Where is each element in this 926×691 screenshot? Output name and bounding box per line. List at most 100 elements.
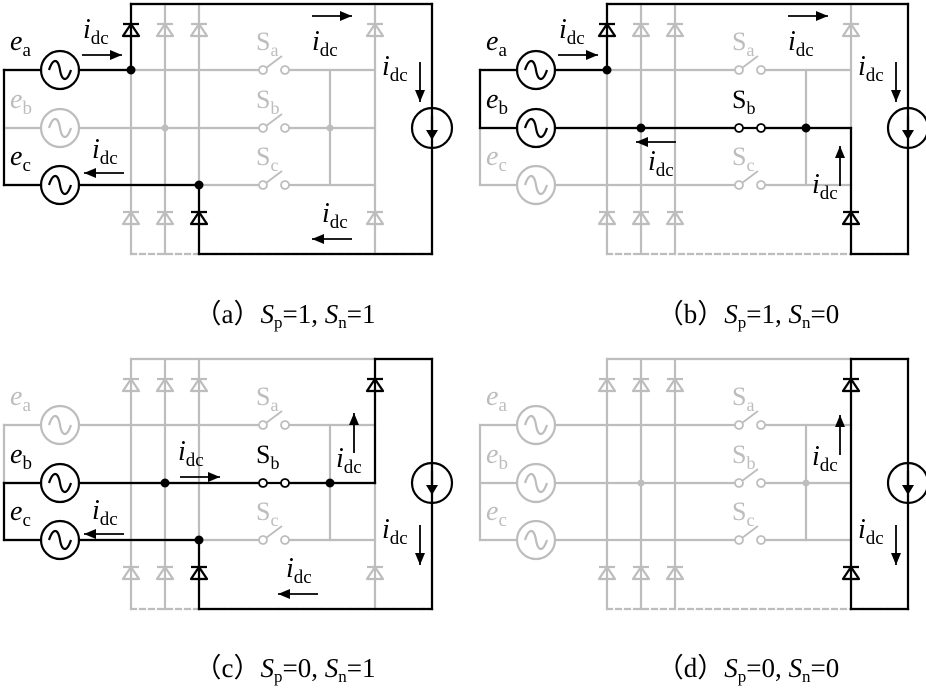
ac-source-symbol: [39, 107, 81, 149]
source-label-b: eb: [10, 84, 32, 119]
junction-dot: [602, 65, 612, 75]
diode-symbol: [155, 377, 175, 393]
switch-terminal: [756, 478, 766, 488]
switch-label-a: Sa: [256, 382, 278, 415]
diode-symbol: [841, 377, 861, 393]
source-label-c: ec: [10, 496, 31, 531]
diode-symbol: [155, 565, 175, 581]
sine-icon: [47, 117, 73, 139]
sine-icon: [47, 529, 73, 551]
source-label-c: ec: [10, 141, 31, 176]
source-label-c: ec: [486, 141, 507, 176]
diode-symbol: [631, 210, 651, 226]
ac-source-symbol: [39, 404, 81, 446]
diode-symbol: [121, 210, 141, 226]
arrow-head: [110, 50, 122, 60]
current-label: idc: [92, 495, 118, 530]
ac-source-symbol: [515, 462, 557, 504]
switch-blade: [741, 410, 759, 424]
source-label-a: ea: [10, 381, 31, 416]
current-label: idc: [812, 441, 838, 476]
diode-symbol: [597, 377, 617, 393]
switch-blade: [741, 468, 759, 482]
switch-label-c: Sc: [732, 142, 754, 175]
ac-source-symbol: [515, 164, 557, 206]
current-label: idc: [382, 514, 408, 549]
source-label-a: ea: [486, 381, 507, 416]
diode-symbol: [631, 377, 651, 393]
junction-dot: [637, 479, 645, 487]
diode-symbol: [597, 22, 617, 38]
switch-terminal: [258, 180, 268, 190]
switch-terminal: [756, 123, 766, 133]
diode-symbol: [121, 22, 141, 38]
arrow-head: [891, 90, 901, 102]
diode-symbol: [631, 565, 651, 581]
diode-symbol: [365, 210, 385, 226]
diode-symbol: [665, 565, 685, 581]
arrow-head: [84, 168, 96, 178]
switch-terminal: [258, 478, 268, 488]
sine-icon: [523, 117, 549, 139]
arrow-head: [891, 553, 901, 565]
switch-blade: [265, 410, 283, 424]
current-label: idc: [648, 146, 674, 181]
switch-terminal: [734, 420, 744, 430]
arrow-head: [208, 472, 220, 482]
arrow-head: [415, 553, 425, 565]
diode-symbol: [365, 565, 385, 581]
switch-terminal: [280, 420, 290, 430]
switch-terminal: [734, 123, 744, 133]
caption-b: （b）Sp=1, Sn=0: [656, 299, 840, 332]
diode-symbol: [365, 377, 385, 393]
source-label-b: eb: [486, 439, 508, 474]
switch-terminal: [258, 535, 268, 545]
junction-dot: [325, 478, 335, 488]
arrow-head: [835, 146, 845, 158]
diode-symbol: [121, 565, 141, 581]
current-label: idc: [382, 51, 408, 86]
caption-a: （a）Sp=1, Sn=1: [194, 299, 376, 332]
diode-symbol: [841, 210, 861, 226]
switch-label-b: Sb: [256, 85, 279, 118]
diode-symbol: [665, 377, 685, 393]
arrow-head: [835, 415, 845, 427]
diode-symbol: [155, 22, 175, 38]
junction-dot: [802, 479, 810, 487]
sine-icon: [523, 472, 549, 494]
diode-symbol: [365, 22, 385, 38]
switch-terminal: [280, 65, 290, 75]
switch-terminal: [756, 420, 766, 430]
junction-dot: [161, 124, 169, 132]
source-label-c: ec: [486, 496, 507, 531]
sine-icon: [523, 529, 549, 551]
switch-terminal: [280, 123, 290, 133]
source-label-a: ea: [10, 26, 31, 61]
switch-terminal: [734, 535, 744, 545]
switch-terminal: [734, 65, 744, 75]
diode-symbol: [841, 22, 861, 38]
switch-label-c: Sc: [256, 142, 278, 175]
junction-dot: [801, 123, 811, 133]
switch-label-c: Sc: [732, 497, 754, 530]
diode-symbol: [189, 22, 209, 38]
sine-icon: [47, 472, 73, 494]
switch-terminal: [280, 535, 290, 545]
switch-label-c: Sc: [256, 497, 278, 530]
arrow-head: [636, 137, 648, 147]
switch-terminal: [756, 535, 766, 545]
arrow-head: [415, 90, 425, 102]
switch-blade: [265, 113, 283, 127]
source-label-a: ea: [486, 26, 507, 61]
sine-icon: [47, 414, 73, 436]
junction-dot: [194, 535, 204, 545]
current-label: idc: [178, 436, 204, 471]
current-label: idc: [336, 443, 362, 478]
arrow-head: [312, 234, 324, 244]
switch-terminal: [280, 180, 290, 190]
caption-c: （c）Sp=0, Sn=1: [194, 653, 376, 686]
